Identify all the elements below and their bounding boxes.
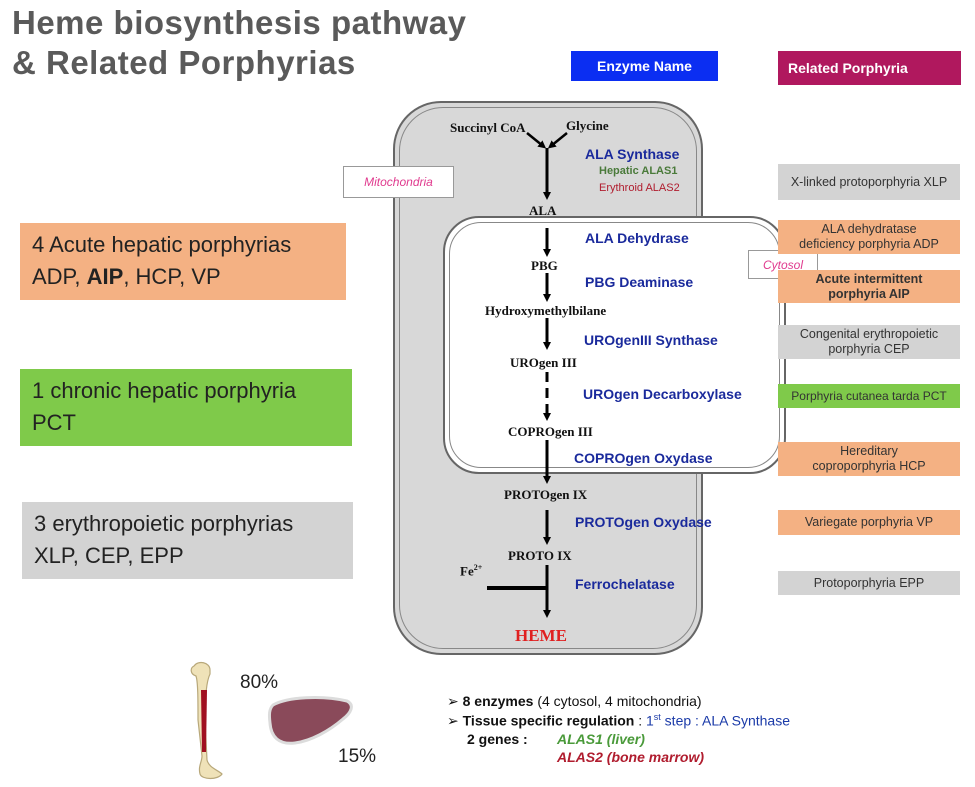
enzyme-protogen-oxydase: PROTOgen Oxydase (575, 514, 712, 530)
femur-bone-icon (190, 661, 223, 780)
bone-percent: 80% (240, 672, 279, 693)
erythro-line1: 3 erythropoietic porphyrias (34, 511, 294, 536)
erythro-line2: XLP, CEP, EPP (34, 543, 184, 568)
porphyria-hcp: Hereditary coproporphyria HCP (778, 442, 960, 476)
bullet-arrow-icon: ➢ (447, 712, 463, 729)
urogen-label: UROgen III (510, 355, 577, 370)
page-title-line2: & Related Porphyrias (12, 44, 356, 81)
acute-line2: ADP, AIP, HCP, VP (32, 264, 221, 289)
enzyme-alas2: Erythroid ALAS2 (599, 182, 680, 194)
porphyria-epp: Protoporphyria EPP (778, 571, 960, 595)
summary-chronic-hepatic: 1 chronic hepatic porphyria PCT (20, 369, 352, 446)
chronic-line2: PCT (32, 410, 76, 435)
summary-acute-hepatic: 4 Acute hepatic porphyrias ADP, AIP, HCP… (20, 223, 346, 300)
liver-percent: 15% (338, 746, 377, 767)
porphyria-pct: Porphyria cutanea tarda PCT (778, 384, 960, 408)
note-regulation: ➢ Tissue specific regulation : 1st step … (447, 712, 790, 729)
porphyria-adp: ALA dehydratase deficiency porphyria ADP (778, 220, 960, 254)
succinyl-coa-label: Succinyl CoA (450, 120, 526, 135)
iron-label: Fe2+ (460, 563, 483, 579)
enzyme-ala-synthase: ALA Synthase (585, 146, 680, 162)
note-gene-alas2: ALAS2 (bone marrow) (557, 749, 705, 765)
glycine-arrow (547, 132, 568, 149)
enzyme-pbg-deaminase: PBG Deaminase (585, 274, 694, 290)
enzyme-ferrochelatase: Ferrochelatase (575, 576, 675, 592)
pbg-label: PBG (531, 258, 558, 273)
porphyria-vp: Variegate porphyria VP (778, 510, 960, 535)
mitochondria-label: Mitochondria (343, 166, 454, 198)
heme-label: HEME (515, 626, 567, 645)
coprogen-label: COPROgen III (508, 424, 593, 439)
summary-erythropoietic: 3 erythropoietic porphyrias XLP, CEP, EP… (22, 502, 353, 579)
note-gene-alas1: ALAS1 (liver) (557, 731, 645, 747)
enzyme-urogen-decarboxylase: UROgen Decarboxylase (583, 386, 742, 402)
porphyria-cep: Congenital erythropoietic porphyria CEP (778, 325, 960, 359)
note-enzymes: ➢ 8 enzymes (4 cytosol, 4 mitochondria) (447, 693, 702, 709)
porphyria-aip: Acute intermittent porphyria AIP (778, 270, 960, 303)
note-genes-label: 2 genes : (467, 731, 528, 747)
enzyme-coprogen-oxydase: COPROgen Oxydase (574, 450, 713, 466)
hydroxymethylbilane-label: Hydroxymethylbilane (485, 303, 607, 318)
succinyl-arrow (526, 132, 547, 149)
bullet-arrow-icon: ➢ (447, 693, 463, 709)
liver-icon (267, 696, 353, 745)
page-title-line1: Heme biosynthesis pathway (12, 4, 467, 41)
enzyme-ala-dehydrase: ALA Dehydrase (585, 230, 689, 246)
enzyme-name-header: Enzyme Name (571, 51, 718, 81)
related-porphyria-header: Related Porphyria (778, 51, 961, 85)
chronic-line1: 1 chronic hepatic porphyria (32, 378, 297, 403)
enzyme-alas1: Hepatic ALAS1 (599, 165, 678, 177)
glycine-label: Glycine (566, 118, 609, 133)
proto-label: PROTO IX (508, 548, 572, 563)
enzyme-urogen3-synthase: UROgenIII Synthase (584, 332, 718, 348)
ala-label: ALA (529, 203, 557, 218)
protogen-label: PROTOgen IX (504, 487, 588, 502)
porphyria-xlp: X-linked protoporphyria XLP (778, 164, 960, 200)
acute-line1: 4 Acute hepatic porphyrias (32, 232, 292, 257)
